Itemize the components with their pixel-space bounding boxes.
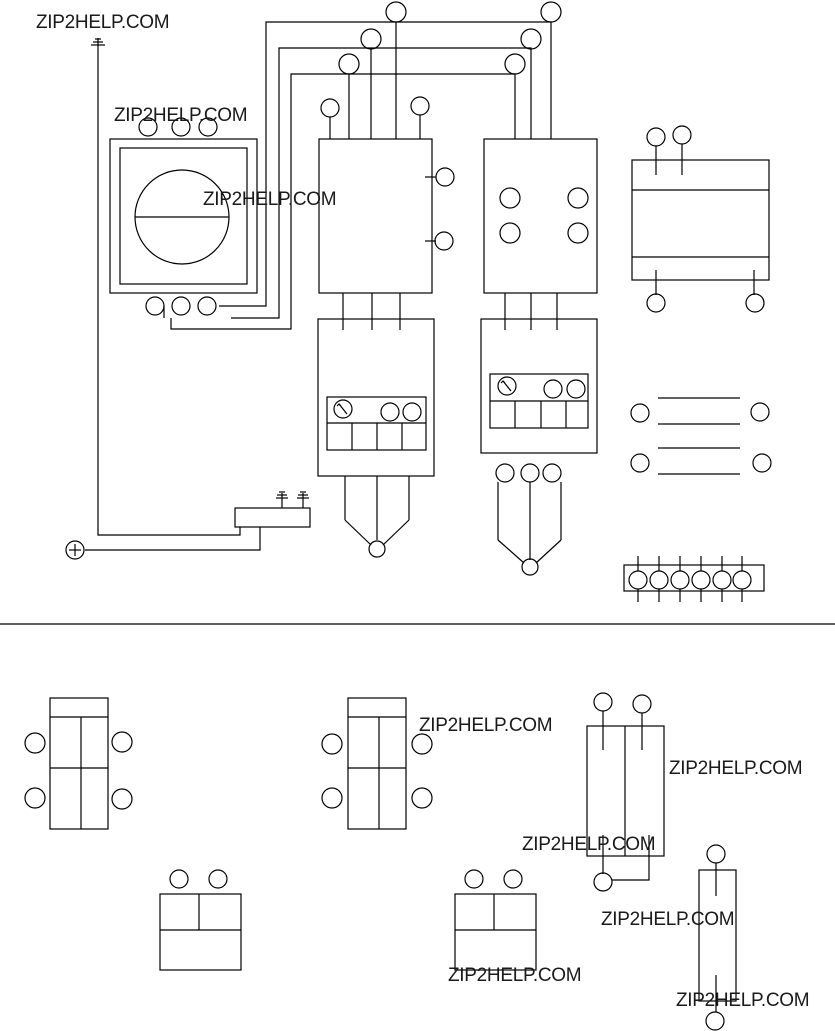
double-pole-module (586, 692, 665, 892)
terminal-circle-icon (380, 402, 400, 422)
terminal-circle-icon (520, 463, 540, 483)
watermark-text: ZIP2HELP.COM (114, 105, 248, 126)
ground-icon (91, 38, 105, 50)
terminal-circle-icon (630, 403, 650, 423)
terminal-circle-icon (321, 733, 343, 755)
terminal-circle-icon (632, 694, 652, 714)
terminal-circle-icon (540, 1, 562, 23)
terminal-circle-icon (198, 117, 218, 137)
terminal-circle-icon (24, 732, 46, 754)
terminal-circle-icon (360, 28, 382, 50)
terminal-circle-icon (499, 187, 521, 209)
switch-b (321, 697, 433, 830)
terminal-circle-icon (630, 453, 650, 473)
terminal-circle-icon (464, 869, 484, 889)
terminal-circle-icon (712, 570, 732, 590)
plus-terminal-icon (65, 540, 85, 560)
terminal-circle-icon (503, 869, 523, 889)
contacts (630, 397, 772, 475)
grounding-block (65, 491, 311, 560)
terminal-circle-icon (435, 167, 455, 187)
watermark-text: ZIP2HELP.COM (601, 909, 735, 930)
terminal-strip (623, 556, 765, 602)
terminal-circle-icon (24, 787, 46, 809)
terminal-circle-icon (646, 293, 666, 313)
terminal-circle-icon (145, 296, 165, 316)
overload-relay-1 (317, 318, 435, 558)
terminal-circle-icon (169, 869, 189, 889)
terminal-circle-icon (411, 787, 433, 809)
terminal-circle-icon (670, 570, 690, 590)
terminal-circle-icon (646, 127, 666, 147)
terminal-circle-icon (649, 570, 669, 590)
terminal-circle-icon (732, 570, 752, 590)
fuse-holder (698, 844, 737, 1031)
switch-a (24, 697, 133, 830)
terminal-circle-icon (520, 28, 542, 50)
block-c (159, 869, 242, 971)
terminal-circle-icon (208, 869, 228, 889)
contactor-2 (483, 138, 598, 330)
terminal-circle-icon (320, 98, 340, 118)
terminal-circle-icon (672, 125, 692, 145)
terminal-circle-icon (368, 540, 386, 558)
terminal-circle-icon (566, 379, 586, 399)
terminal-circle-icon (706, 844, 726, 864)
terminal-circle-icon (197, 296, 217, 316)
terminal-circle-icon (705, 1011, 725, 1031)
main-switch (109, 117, 258, 316)
terminal-circle-icon (138, 117, 158, 137)
terminal-circle-icon (691, 570, 711, 590)
terminal-circle-icon (111, 788, 133, 810)
terminal-circle-icon (171, 296, 191, 316)
rail-module (631, 125, 770, 313)
terminal-circle-icon (111, 731, 133, 753)
terminal-circle-icon (411, 733, 433, 755)
overload-relay-2 (480, 318, 598, 576)
terminal-circle-icon (402, 402, 422, 422)
terminal-circle-icon (338, 53, 360, 75)
contactor-1 (318, 22, 455, 330)
terminal-circle-icon (499, 222, 521, 244)
watermark-text: ZIP2HELP.COM (448, 965, 582, 986)
terminal-circle-icon (628, 570, 648, 590)
terminal-circle-icon (543, 379, 563, 399)
terminal-circle-icon (495, 463, 515, 483)
terminal-circle-icon (521, 558, 539, 576)
watermark-text: ZIP2HELP.COM (419, 715, 553, 736)
terminal-circle-icon (593, 872, 613, 892)
terminal-circle-icon (385, 1, 407, 23)
watermark-text: ZIP2HELP.COM (522, 834, 656, 855)
terminal-circle-icon (745, 293, 765, 313)
terminal-circle-icon (321, 787, 343, 809)
watermark-text: ZIP2HELP.COM (676, 990, 810, 1011)
watermark-text: ZIP2HELP.COM (36, 12, 170, 33)
terminal-circle-icon (171, 117, 191, 137)
block-d (454, 869, 537, 971)
terminal-circle-icon (434, 231, 454, 251)
terminal-circle-icon (567, 222, 589, 244)
watermark-text: ZIP2HELP.COM (669, 758, 803, 779)
terminal-circle-icon (750, 402, 770, 422)
terminal-circle-icon (410, 96, 430, 116)
watermark-text: ZIP2HELP.COM (203, 189, 337, 210)
terminal-circle-icon (542, 463, 562, 483)
terminal-circle-icon (593, 692, 613, 712)
terminal-circle-icon (752, 453, 772, 473)
terminal-circle-icon (567, 187, 589, 209)
terminal-circle-icon (504, 53, 526, 75)
